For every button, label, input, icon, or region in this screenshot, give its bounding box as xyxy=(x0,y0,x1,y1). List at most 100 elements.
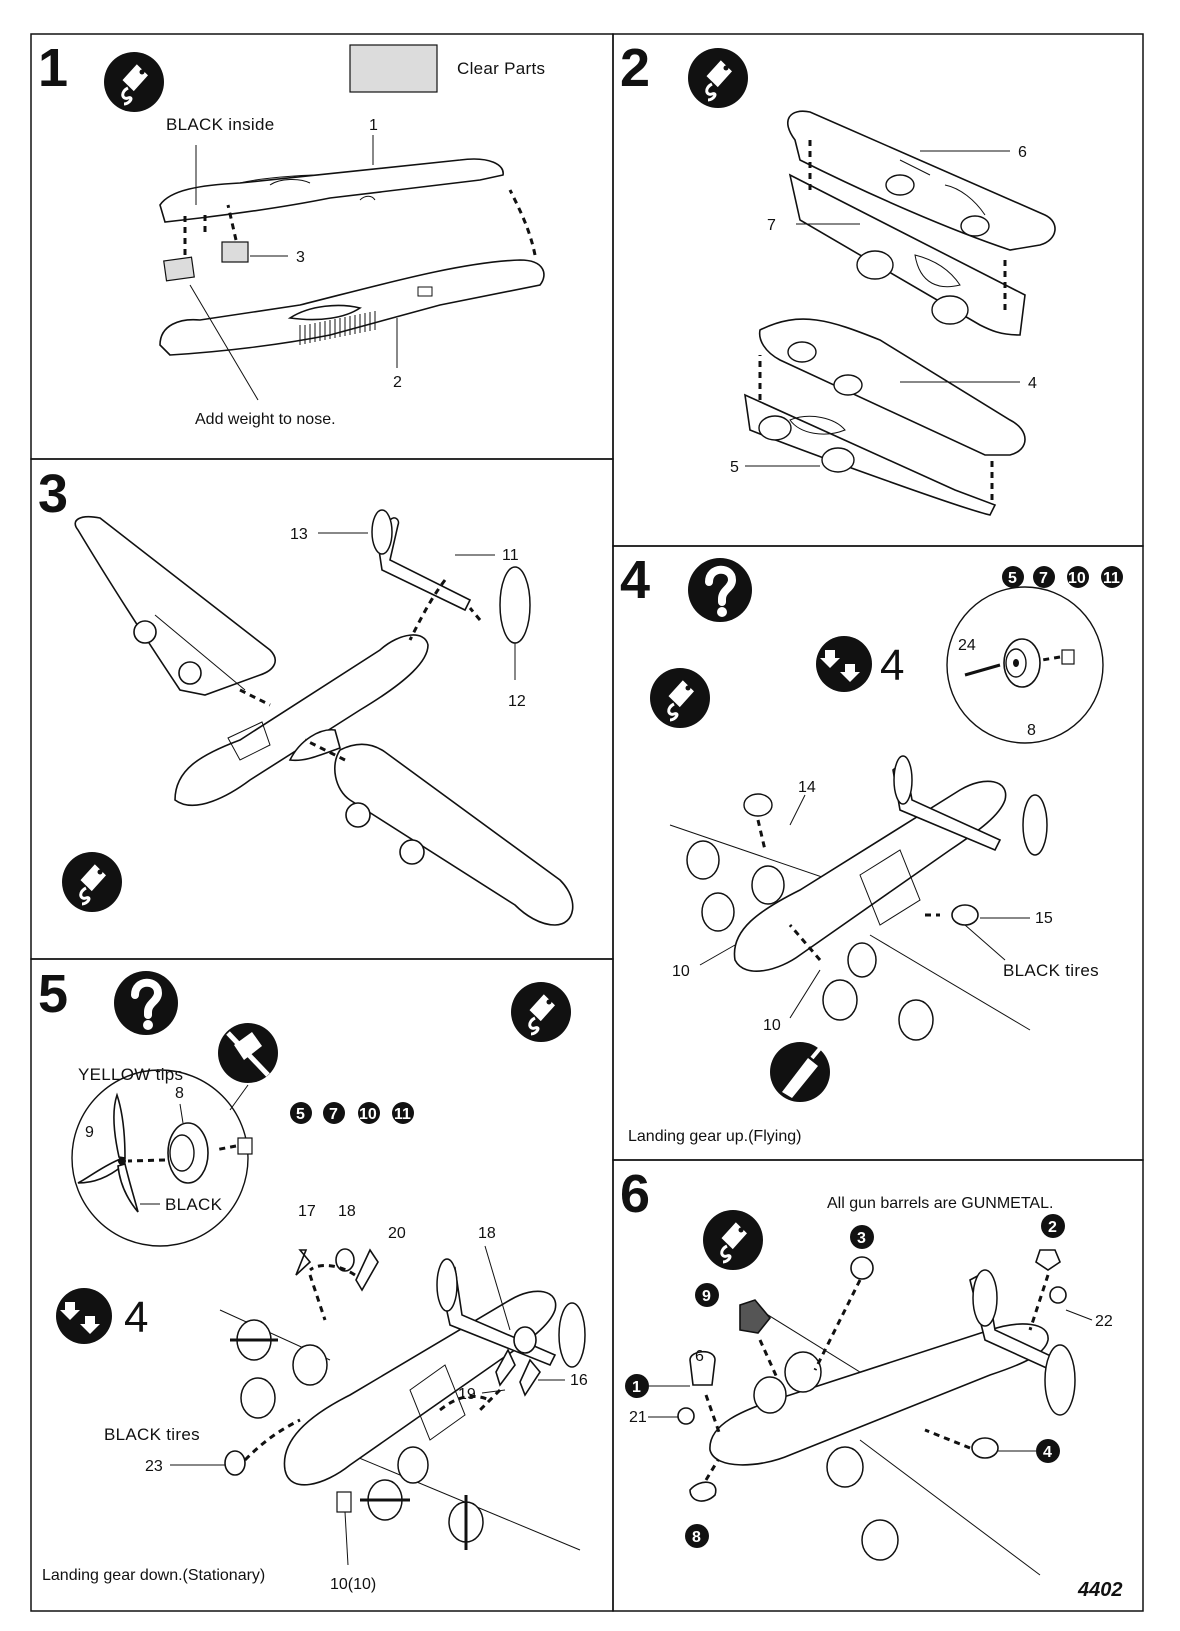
paint-tag-icon xyxy=(60,850,124,914)
svg-text:17: 17 xyxy=(298,1203,316,1220)
yellow-tips-note: YELLOW tips xyxy=(78,1065,183,1084)
fuselage-upper-part xyxy=(159,135,504,223)
svg-text:20: 20 xyxy=(388,1225,406,1242)
step-6-number: 6 xyxy=(620,1164,650,1224)
svg-text:10: 10 xyxy=(359,1106,377,1123)
part-3 xyxy=(221,241,249,263)
svg-text:3: 3 xyxy=(857,1230,866,1247)
svg-text:8: 8 xyxy=(692,1529,701,1546)
svg-text:10: 10 xyxy=(672,963,690,980)
svg-text:3: 3 xyxy=(296,249,305,266)
svg-text:18: 18 xyxy=(478,1225,496,1242)
svg-text:5: 5 xyxy=(1008,570,1017,587)
gunmetal-note: All gun barrels are GUNMETAL. xyxy=(827,1195,1053,1212)
svg-text:4: 4 xyxy=(1028,375,1037,392)
engine-nacelles xyxy=(753,1351,899,1561)
svg-text:16: 16 xyxy=(570,1372,588,1389)
svg-text:8: 8 xyxy=(1027,722,1036,739)
svg-text:1: 1 xyxy=(632,1379,641,1396)
repeat-count: 4 xyxy=(880,641,904,690)
step-4-number: 4 xyxy=(620,550,650,610)
svg-text:11: 11 xyxy=(394,1106,411,1123)
propellers xyxy=(230,1319,484,1550)
paint-tag-icon xyxy=(648,666,712,730)
svg-text:18: 18 xyxy=(338,1203,356,1220)
fuselage xyxy=(709,1323,1049,1466)
black-tires-note: BLACK tires xyxy=(104,1425,200,1444)
svg-text:7: 7 xyxy=(1039,570,1048,587)
svg-text:11: 11 xyxy=(502,547,519,564)
svg-text:6: 6 xyxy=(1018,144,1027,161)
svg-text:10(10): 10(10) xyxy=(330,1576,376,1593)
repeat-icon xyxy=(56,1288,112,1344)
svg-text:15: 15 xyxy=(1035,910,1053,927)
clear-parts-swatch xyxy=(349,44,438,93)
step-5-number: 5 xyxy=(38,964,68,1024)
fuselage xyxy=(174,634,429,806)
step-5-caption: Landing gear down.(Stationary) xyxy=(42,1567,265,1584)
svg-text:12: 12 xyxy=(508,693,526,710)
step-2-number: 2 xyxy=(620,38,650,98)
turret-callouts: 1 2 3 4 8 9 xyxy=(625,1214,1065,1548)
paint-tag-icon xyxy=(701,1208,765,1272)
step-6-panel: 6 All gun barrels are GUNMETAL. xyxy=(612,1159,1144,1612)
paint-tag-icon xyxy=(686,46,750,110)
svg-text:10: 10 xyxy=(1068,570,1086,587)
svg-text:24: 24 xyxy=(958,637,976,654)
svg-text:22: 22 xyxy=(1095,1313,1113,1330)
svg-text:14: 14 xyxy=(798,779,816,796)
svg-text:9: 9 xyxy=(85,1124,94,1141)
fuselage-lower-part xyxy=(159,259,545,368)
clear-parts-label: Clear Parts xyxy=(457,59,545,78)
svg-text:21: 21 xyxy=(629,1409,647,1426)
svg-text:4: 4 xyxy=(1043,1444,1052,1461)
paint-refs: 5 7 10 11 xyxy=(1002,566,1123,588)
step-3-panel: 3 12 13 11 xyxy=(30,458,614,960)
svg-text:8: 8 xyxy=(175,1085,184,1102)
svg-text:5: 5 xyxy=(296,1106,305,1123)
repeat-count: 4 xyxy=(124,1293,148,1342)
fuselage xyxy=(733,780,1007,972)
paint-tag-icon xyxy=(509,980,573,1044)
engine-nacelles xyxy=(686,840,934,1041)
callout-6-label: 6 xyxy=(695,1348,704,1365)
step-5-panel: 5 YELLOW tips 8 9 BLACK 5 7 10 11 xyxy=(30,958,614,1612)
question-icon xyxy=(688,558,752,622)
step-4-caption: Landing gear up.(Flying) xyxy=(628,1128,801,1145)
paint-tag-icon xyxy=(102,50,166,114)
svg-text:5: 5 xyxy=(730,459,739,476)
paint-refs: 5 7 10 11 xyxy=(290,1102,414,1124)
wing-left xyxy=(74,515,276,696)
propeller-detail-inset xyxy=(71,1069,249,1247)
svg-text:2: 2 xyxy=(393,374,402,391)
svg-text:23: 23 xyxy=(145,1458,163,1475)
tail-fin-part xyxy=(499,566,531,644)
step-3-number: 3 xyxy=(38,464,68,524)
wing-lower-part xyxy=(788,173,1026,336)
svg-text:11: 11 xyxy=(1103,570,1120,587)
wing-upper-part xyxy=(787,110,1056,251)
wing-right xyxy=(334,743,574,926)
svg-text:7: 7 xyxy=(329,1106,338,1123)
cement-brush-icon xyxy=(770,1042,830,1102)
repeat-icon xyxy=(816,636,872,692)
black-inside-note: BLACK inside xyxy=(166,115,275,134)
step-1-number: 1 xyxy=(38,38,68,98)
black-tires-note: BLACK tires xyxy=(1003,961,1099,980)
svg-text:19: 19 xyxy=(458,1386,476,1403)
clear-nose-part xyxy=(163,256,195,282)
black-note: BLACK xyxy=(165,1195,223,1214)
step-2-panel: 2 6 7 4 5 xyxy=(612,33,1144,547)
question-icon xyxy=(114,971,178,1035)
add-weight-note: Add weight to nose. xyxy=(195,411,336,428)
kit-code: 4402 xyxy=(1077,1579,1123,1601)
step-4-panel: 4 4 5 7 10 11 24 8 xyxy=(612,545,1144,1161)
svg-text:13: 13 xyxy=(290,526,308,543)
svg-text:10: 10 xyxy=(763,1017,781,1034)
wing-upper-part xyxy=(758,318,1026,456)
svg-text:9: 9 xyxy=(702,1288,711,1305)
svg-text:2: 2 xyxy=(1048,1219,1057,1236)
svg-text:1: 1 xyxy=(369,117,378,134)
no-paint-icon xyxy=(218,1023,278,1083)
